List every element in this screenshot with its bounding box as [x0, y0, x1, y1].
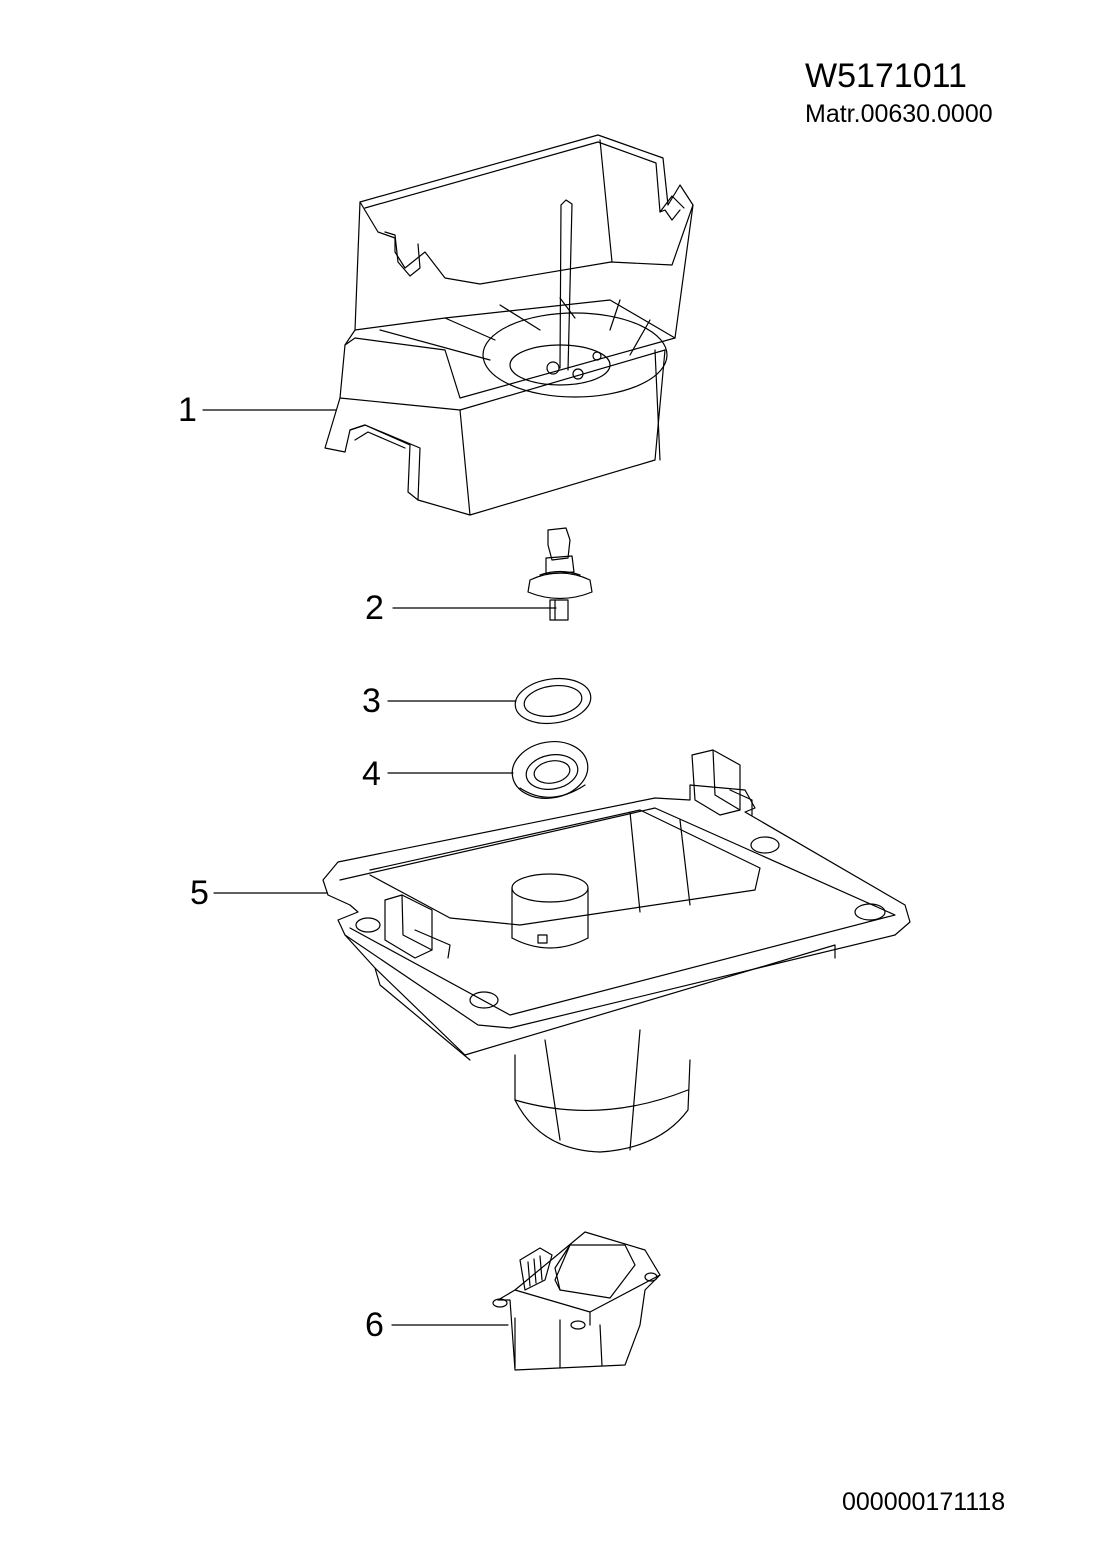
model-number: W5171011	[805, 57, 967, 95]
part-5-tank-base-plate	[323, 750, 910, 1152]
part-3-gasket-ring	[512, 674, 593, 728]
callout-label-2: 2	[365, 589, 384, 627]
document-number: 000000171118	[842, 1488, 1006, 1516]
callout-label-3: 3	[362, 682, 381, 720]
part-4-valve-seal	[508, 736, 593, 804]
callout-label-6: 6	[365, 1306, 384, 1344]
callout-label-1: 1	[178, 391, 197, 429]
part-2-valve-pin	[528, 528, 592, 620]
callout-label-5: 5	[190, 874, 209, 912]
material-number: Matr.00630.0000	[805, 100, 993, 128]
part-1-water-tank	[325, 135, 693, 515]
part-6-pump-module	[493, 1232, 660, 1370]
callout-label-4: 4	[362, 755, 381, 793]
